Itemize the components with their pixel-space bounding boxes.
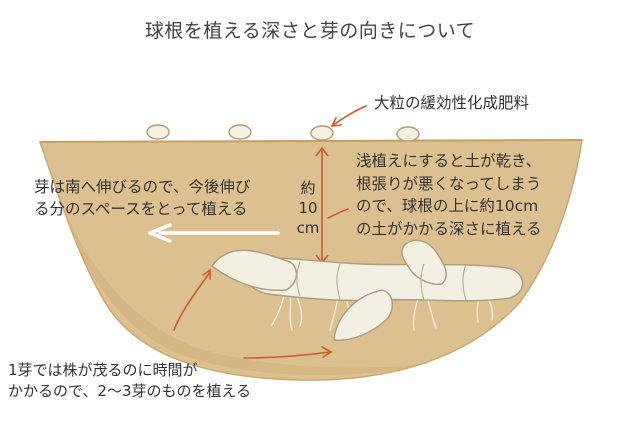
bud-left (211, 249, 297, 291)
sprout-direction-arrow (148, 223, 280, 243)
page-title: 球根を植える深さと芽の向きについて (144, 20, 476, 42)
tuber-illustration (211, 239, 524, 341)
fertilizer-pointer (331, 105, 367, 127)
bud-pointer-upper (173, 271, 211, 331)
bud-count-note: 1芽では株が茂るのに時間が かかるので、2〜3芽のものを植える (8, 361, 252, 400)
shallow-planting-note: 浅植えにすると土が乾き、 根張りが悪くなってしまう ので、球根の上に約10cm … (356, 152, 542, 238)
soil-shade (60, 200, 440, 375)
planting-depth-label: 約 10 cm (296, 179, 320, 237)
depth-label-pointer (327, 208, 349, 219)
fertilizer-label: 大粒の緩効性化成肥料 (374, 94, 530, 112)
soil-surface-line (39, 139, 583, 143)
pointer-arrows (173, 105, 367, 359)
bud-lower (333, 289, 393, 341)
fertilizer-pellet (146, 124, 170, 140)
tuber-body (238, 256, 524, 302)
bud-upper-right (401, 239, 447, 285)
bud-pointer-lower (243, 351, 331, 359)
fertilizer-pellet-icon (146, 124, 420, 142)
tuber-ring-marks (296, 261, 467, 301)
fertilizer-pellet (396, 126, 420, 142)
sprout-direction-note: 芽は南へ伸びるので、今後伸び る分のスペースをとって植える (34, 178, 251, 218)
fertilizer-pellet (310, 125, 334, 141)
fertilizer-pellet (228, 124, 252, 140)
